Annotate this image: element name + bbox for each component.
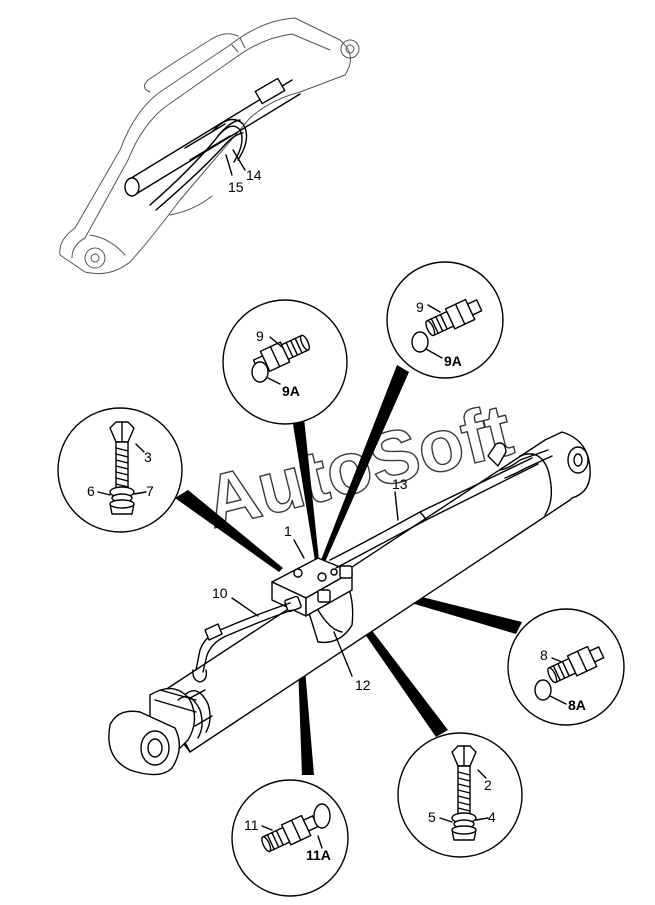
detail-bolt-upper: 3 6 7 (57, 407, 183, 533)
callout-9-right: 9 (416, 299, 424, 315)
callout-5: 5 (428, 809, 436, 825)
detail-fitting-11: 11 11A (231, 779, 349, 897)
leader-fitting-9-left (292, 418, 319, 561)
callout-1: 1 (284, 523, 292, 539)
callout-8a: 8A (568, 697, 586, 713)
callout-12: 12 (355, 677, 371, 693)
callout-9-left: 9 (256, 328, 264, 344)
callout-6: 6 (87, 483, 95, 499)
callout-8: 8 (540, 647, 548, 663)
overview-label-14: 14 (246, 167, 262, 183)
callout-11: 11 (244, 817, 259, 833)
callout-11a: 11A (306, 847, 331, 863)
detail-bolt-lower: 2 5 4 (397, 732, 523, 858)
main-cylinder-assembly: 1 13 10 12 (108, 431, 591, 776)
overview-boom-illustration: 14 15 (59, 17, 360, 275)
callout-2: 2 (484, 777, 492, 793)
callout-10: 10 (212, 585, 228, 601)
overview-label-15: 15 (228, 179, 244, 195)
detail-fitting-9-right: 9 9A (386, 261, 504, 379)
leader-fitting-9-right (321, 365, 409, 562)
callout-13: 13 (392, 476, 408, 492)
leader-bolt-upper (175, 490, 283, 572)
callout-3: 3 (144, 449, 152, 465)
detail-fitting-8: 8 8A (507, 608, 625, 726)
callout-4: 4 (488, 809, 496, 825)
callout-9a-right: 9A (444, 353, 462, 369)
callout-7: 7 (146, 483, 154, 499)
callout-9a-left: 9A (282, 383, 300, 399)
detail-fitting-9-left: 9 9A (222, 299, 348, 425)
